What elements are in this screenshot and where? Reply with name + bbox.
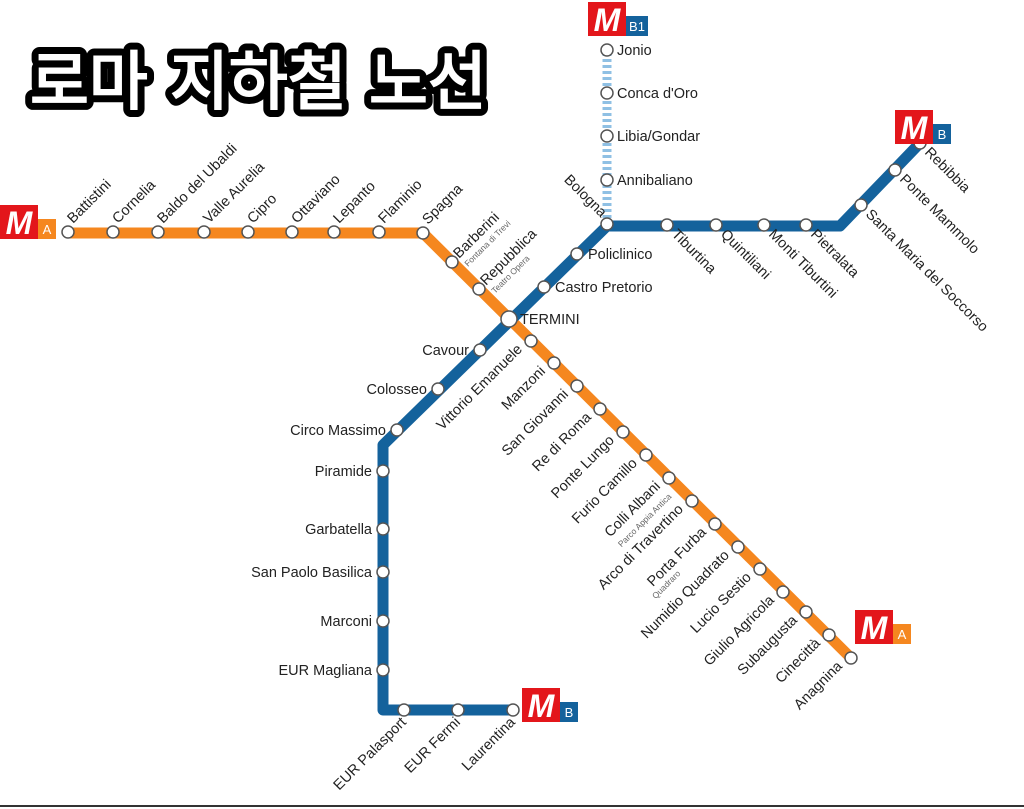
logo-line: B1 [629, 19, 645, 34]
logo-line: A [43, 222, 52, 237]
station-marker[interactable] [61, 225, 75, 239]
logo-letter: M [861, 610, 889, 646]
station-label: Policlinico [588, 247, 652, 263]
station-label: Piramide [315, 464, 372, 480]
station-marker[interactable] [708, 517, 722, 531]
station-marker[interactable] [376, 464, 390, 478]
station-marker[interactable] [776, 585, 790, 599]
station-marker[interactable] [376, 663, 390, 677]
station-label: Cavour [422, 343, 469, 359]
station-marker[interactable] [600, 217, 614, 231]
station-marker[interactable] [660, 218, 674, 232]
station-label: Garbatella [305, 522, 373, 538]
station-label: Baldo del Ubaldi [155, 141, 241, 227]
station-marker[interactable] [616, 425, 630, 439]
station-label: Marconi [320, 614, 372, 630]
station-marker[interactable] [753, 562, 767, 576]
station-label: TERMINI [520, 312, 580, 328]
station-marker[interactable] [844, 651, 858, 665]
station-marker[interactable] [451, 703, 465, 717]
station-label: EUR Palasport [331, 715, 410, 794]
station-marker[interactable] [639, 448, 653, 462]
station-marker[interactable] [537, 280, 551, 294]
station-marker[interactable] [431, 382, 445, 396]
station-marker[interactable] [506, 703, 520, 717]
station-marker[interactable] [600, 86, 614, 100]
map-title: 로마 지하철 노선 [30, 46, 487, 120]
metro-logo-b1: M B1 [588, 2, 648, 38]
station-marker[interactable] [445, 255, 459, 269]
station-label: Flaminio [376, 177, 426, 227]
station-marker[interactable] [600, 43, 614, 57]
station-marker[interactable] [662, 471, 676, 485]
station-label: Colosseo [367, 382, 427, 398]
station-label: EUR Fermi [402, 715, 464, 777]
station-marker[interactable] [600, 173, 614, 187]
station-marker[interactable] [285, 225, 299, 239]
station-marker[interactable] [731, 540, 745, 554]
station-label: Cornelia [110, 177, 160, 227]
station-marker[interactable] [799, 605, 813, 619]
station-marker[interactable] [500, 310, 518, 328]
station-label: Circo Massimo [290, 423, 386, 439]
station-marker[interactable] [570, 379, 584, 393]
logo-line: A [898, 627, 907, 642]
station-marker[interactable] [570, 247, 584, 261]
station-marker[interactable] [151, 225, 165, 239]
metro-stations [61, 43, 927, 717]
station-marker[interactable] [376, 614, 390, 628]
logo-letter: M [901, 110, 929, 146]
logo-line: B [938, 127, 947, 142]
station-marker[interactable] [709, 218, 723, 232]
station-marker[interactable] [799, 218, 813, 232]
station-label: Jonio [617, 43, 652, 59]
station-marker[interactable] [376, 565, 390, 579]
station-marker[interactable] [473, 343, 487, 357]
station-marker[interactable] [197, 225, 211, 239]
station-label: Castro Pretorio [555, 280, 653, 296]
station-marker[interactable] [600, 129, 614, 143]
logo-letter: M [528, 688, 556, 724]
station-label: Santa Maria del Soccorso [862, 207, 991, 336]
station-label: Libia/Gondar [617, 129, 700, 145]
station-marker[interactable] [524, 334, 538, 348]
station-marker[interactable] [327, 225, 341, 239]
station-marker[interactable] [685, 494, 699, 508]
station-label: Tiburtina [668, 227, 719, 278]
station-marker[interactable] [472, 282, 486, 296]
station-marker[interactable] [241, 225, 255, 239]
station-marker[interactable] [547, 356, 561, 370]
logo-line: B [565, 705, 574, 720]
station-label: Annibaliano [617, 173, 693, 189]
station-label: Rebibbia [921, 145, 973, 197]
station-marker[interactable] [822, 628, 836, 642]
station-marker[interactable] [376, 522, 390, 536]
logo-letter: M [594, 2, 622, 38]
station-marker[interactable] [888, 163, 902, 177]
station-marker[interactable] [397, 703, 411, 717]
station-label: Conca d'Oro [617, 86, 698, 102]
station-marker[interactable] [390, 423, 404, 437]
station-marker[interactable] [416, 226, 430, 240]
station-marker[interactable] [372, 225, 386, 239]
station-marker[interactable] [757, 218, 771, 232]
station-label: San Paolo Basilica [251, 565, 373, 581]
station-label: Spagna [420, 181, 467, 228]
station-label: Cipro [245, 191, 281, 227]
station-marker[interactable] [106, 225, 120, 239]
station-label: EUR Magliana [279, 663, 373, 679]
logo-letter: M [6, 205, 34, 241]
station-label: Quintiliani [717, 227, 773, 283]
station-marker[interactable] [593, 402, 607, 416]
station-label: Battistini [65, 177, 115, 227]
station-marker[interactable] [854, 198, 868, 212]
station-label: Laurentina [459, 714, 519, 774]
